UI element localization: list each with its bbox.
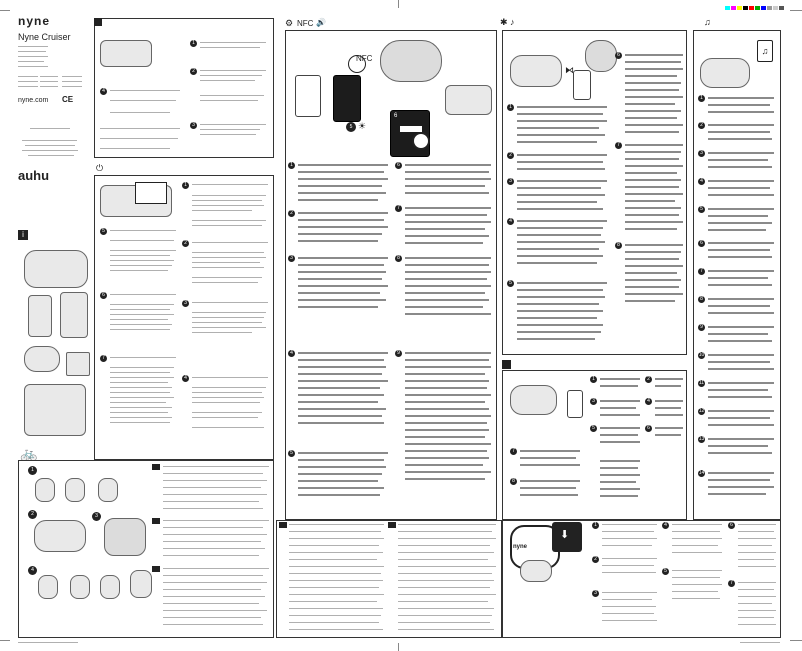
speaker-illustration [700, 58, 750, 88]
display-callout [135, 182, 167, 204]
phone-illustration [295, 75, 321, 117]
speaker-illustration [100, 40, 152, 67]
speaker-illustration [510, 385, 557, 415]
phone-screen-item [400, 126, 422, 132]
music-note-icon: ♫ [704, 17, 711, 27]
phone-illustration [567, 390, 583, 418]
strap-logo: nyne [513, 544, 528, 550]
card-illustration [66, 352, 90, 376]
retailer-logo: auhu [18, 168, 50, 183]
print-info [18, 642, 78, 643]
step-badge: 6 [394, 113, 398, 119]
info-icon: i [18, 230, 28, 240]
multilingual-strip [276, 520, 502, 638]
hand-illustration [104, 518, 146, 556]
crop-mark [790, 640, 802, 641]
handlebar-illustration [100, 575, 120, 599]
crop-mark [398, 0, 399, 8]
handlebar-illustration [65, 478, 85, 502]
handlebar-illustration [130, 570, 152, 598]
crop-mark [0, 10, 10, 11]
mount-part-illustration [28, 295, 52, 337]
speaker-illustration [445, 85, 492, 115]
crop-mark [398, 643, 399, 651]
magnifier-icon [412, 132, 430, 150]
handlebar-illustration [35, 478, 55, 502]
handlebar-illustration [38, 575, 58, 599]
phone-illustration [333, 75, 361, 122]
handlebar-illustration [98, 478, 118, 502]
phone-illustration [573, 70, 591, 100]
step-badge: 3 [92, 512, 101, 521]
nfc-header-label: NFC [297, 19, 314, 28]
product-title: Nyne Cruiser [18, 32, 71, 42]
nfc-callout [348, 55, 366, 73]
speaker-illustration [24, 250, 88, 288]
crop-mark [0, 640, 10, 641]
brand-logo: nyne [18, 14, 51, 28]
bicycle-icon: 🚲 [20, 445, 38, 461]
sound-icon: 🔊 [316, 18, 326, 27]
cable-illustration [24, 384, 86, 436]
print-info [740, 642, 780, 643]
step-badge: 1 [28, 466, 37, 475]
handlebar-illustration [70, 575, 90, 599]
hand-illustration [380, 40, 442, 82]
crop-mark [790, 10, 802, 11]
step-badge: 4 [28, 566, 37, 575]
hand-illustration [520, 560, 552, 582]
step-marker [502, 360, 511, 369]
card-illustration [552, 522, 582, 552]
step-badge: 5 [346, 122, 356, 132]
arrow-down-icon: ⬇ [560, 529, 570, 541]
speaker-illustration [510, 55, 562, 87]
speaker-illustration [34, 520, 86, 552]
nfc-badge: NFC [356, 54, 373, 63]
settings-icon: ⚙ [285, 18, 294, 28]
sun-icon: ☀ [358, 121, 367, 131]
website[interactable]: nyne.com [18, 97, 49, 104]
hand-illustration [585, 40, 617, 72]
ce-mark: CE [62, 95, 74, 104]
bluetooth-icon: ✱ [500, 17, 508, 27]
music-player-icon: ♫ [757, 40, 773, 62]
wireless-icon: ⧑ [565, 65, 574, 75]
strap-illustration [24, 346, 60, 372]
charging-panel [94, 18, 274, 158]
power-icon: ⏻ [96, 163, 104, 173]
step-marker [94, 18, 102, 26]
step-badge: 2 [28, 510, 37, 519]
music-note-icon: ♪ [510, 17, 515, 27]
mount-part-illustration [60, 292, 88, 338]
